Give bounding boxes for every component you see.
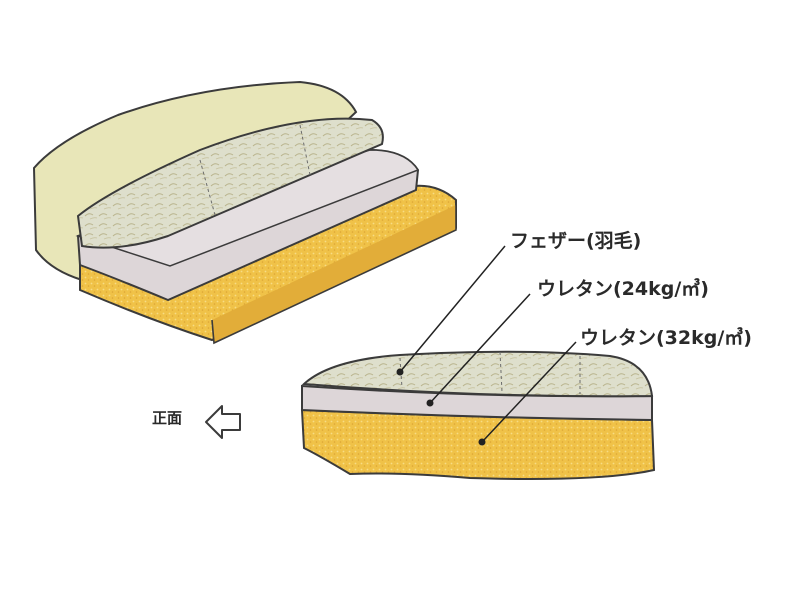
front-arrow-icon — [205, 405, 241, 439]
feather-layer-3d — [76, 117, 384, 249]
leader-dot-feather — [396, 368, 404, 376]
leader-dot-urethane-24 — [426, 399, 434, 407]
leader-line-urethane-32 — [481, 341, 577, 443]
label-urethane-32: ウレタン(32kg/㎥) — [580, 327, 752, 349]
leader-lines — [396, 245, 577, 446]
urethane-32-layer-section — [300, 408, 656, 480]
label-urethane-24: ウレタン(24kg/㎥) — [537, 278, 709, 300]
urethane-32-layer-3d — [79, 184, 457, 342]
feather-layer-section — [301, 350, 654, 398]
leader-dot-urethane-32 — [478, 438, 486, 446]
sofa-cushion-3d — [32, 80, 457, 345]
leader-line-feather — [399, 245, 506, 373]
leader-line-urethane-24 — [429, 293, 531, 404]
cushion-cross-section — [300, 350, 656, 480]
label-front: 正面 — [152, 409, 183, 427]
label-feather: フェザー(羽毛) — [510, 230, 642, 252]
